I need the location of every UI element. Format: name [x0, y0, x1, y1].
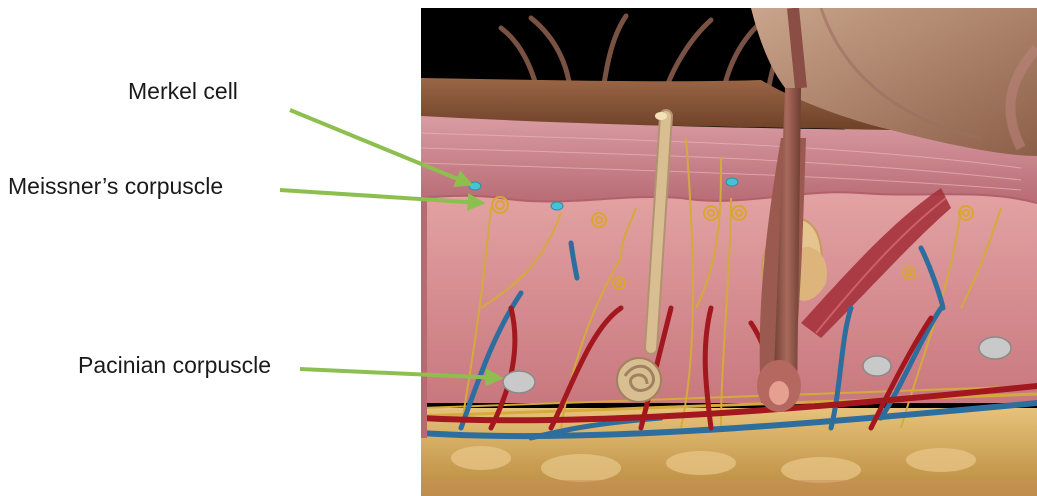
label-merkel-cell: Merkel cell [128, 80, 238, 103]
skin-cross-section-illustration [421, 8, 1037, 496]
label-pacinian-corpuscle: Pacinian corpuscle [78, 354, 271, 377]
label-meissner-corpuscle: Meissner’s corpuscle [8, 175, 223, 198]
